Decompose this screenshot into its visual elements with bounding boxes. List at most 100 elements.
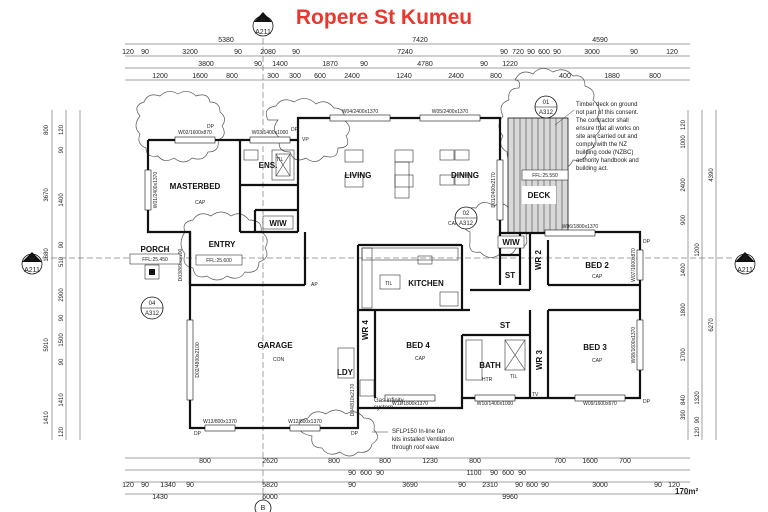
detail-marker-04: 04 A312 <box>140 296 164 320</box>
room-label-wr2: WR 2 <box>534 249 543 270</box>
section-letter-bottom: B <box>261 505 266 512</box>
detail-04-ref: A312 <box>145 311 160 317</box>
deck-note-line-3: ensure that all works on <box>576 126 639 132</box>
deck-note-line-8: building act. <box>576 166 608 172</box>
section-letter-top: B <box>261 17 266 24</box>
window-w07: W07/1600x870 <box>631 248 637 282</box>
section-marker-top: B A211 <box>252 12 274 505</box>
label-con: CON <box>273 357 285 363</box>
window-w11: W11/1800x1370 <box>392 401 428 407</box>
window-w08: W08/1600x1370 <box>631 327 637 364</box>
dim-bottom1-0: 800 <box>199 458 211 465</box>
detail-02-ref: A312 <box>459 221 474 227</box>
dim-bottom1-8: 700 <box>619 458 631 465</box>
dim-bottom1-3: 800 <box>379 458 391 465</box>
dim-left2-10: 120 <box>59 426 65 437</box>
room-label-ens: ENS. <box>259 161 278 170</box>
dim-top2-4: 2080 <box>260 49 276 56</box>
dim-left2-8: 90 <box>59 358 65 365</box>
room-label-ldy: LDY <box>337 368 354 377</box>
dim-bottom3-2: 1340 <box>160 482 176 489</box>
deck-note: Timber deck on ground not part of this c… <box>554 102 639 172</box>
dim-bottom3-6: 3690 <box>402 482 418 489</box>
window-w12: W12/800x1370 <box>288 419 322 425</box>
label-cap-5: CAP <box>592 274 603 280</box>
dim-top2-11: 90 <box>553 49 561 56</box>
detail-01-ref: A312 <box>539 110 554 116</box>
window-w03: W03/1400x1000 <box>252 130 289 136</box>
dim-bottom2-4: 90 <box>490 470 498 477</box>
label-dp-6: DP <box>643 399 651 405</box>
dim-left2-5: 2900 <box>59 288 65 302</box>
section-marker-right: A A211 <box>734 252 756 275</box>
dim-bottom2-1: 600 <box>360 470 372 477</box>
dim-top4-11: 1880 <box>604 73 620 80</box>
dim-right2-9: 390 <box>681 409 687 420</box>
deck-note-line-6: building code (NZBC) <box>576 150 633 156</box>
gas-note-line-0: Gas infinity <box>374 398 404 404</box>
room-label-masterbed: MASTERBED <box>170 182 221 191</box>
detail-02-num: 02 <box>463 211 470 217</box>
dim-top2-14: 120 <box>666 49 678 56</box>
dim-top4-9: 800 <box>490 73 502 80</box>
right-dimensions: 4390 6270 120 1000 2400 900 1200 1400 18… <box>681 110 717 440</box>
dim-left2-4: 510 <box>59 256 65 267</box>
dim-bottom2-2: 90 <box>376 470 384 477</box>
dim-top4-12: 800 <box>649 73 661 80</box>
dim-left-3: 5910 <box>44 338 50 352</box>
window-w04: W04/2400x1370 <box>342 109 379 115</box>
level-porch: FFL:25.450 <box>142 257 168 263</box>
dim-bottom3-11: 90 <box>541 482 549 489</box>
dim-bottom2-6: 90 <box>518 470 526 477</box>
dim-top2-8: 720 <box>512 49 524 56</box>
deck-note-line-7: authority handbook and <box>576 158 639 164</box>
dim-left-0: 800 <box>44 124 50 135</box>
section-marker-bottom: B <box>254 499 272 512</box>
dim-top1-0: 5380 <box>218 37 234 44</box>
dim-top2-12: 3000 <box>584 49 600 56</box>
deck-note-line-1: not part of this consent. <box>576 110 639 116</box>
detail-marker-02: 02 A312 <box>454 206 478 230</box>
label-cap-2: CAP <box>448 221 459 227</box>
symbol-labels: DP DP VP DP DP DP DP AP CAP CAP CAP CAP … <box>194 124 651 437</box>
dim-right2-7: 1700 <box>681 348 687 362</box>
label-vp: VP <box>302 137 309 143</box>
label-til-1: TIL <box>385 281 392 287</box>
top-dimensions: 5380 7420 4590 120 90 3200 90 2080 90 72… <box>122 37 690 81</box>
dim-right-0: 4390 <box>709 168 715 182</box>
deck-area: DECK FFL:25.550 <box>507 117 569 234</box>
dim-bottom3-8: 2310 <box>482 482 498 489</box>
level-deck: FFL:25.550 <box>532 173 558 179</box>
section-ref-top: A211 <box>255 29 271 36</box>
room-labels: MASTERBED ENS. WIW LIVING DINING PORCH F… <box>129 161 609 377</box>
section-ref-right: A211 <box>737 267 753 274</box>
dim-bottom2-0: 90 <box>348 470 356 477</box>
dim-right2-8: 840 <box>681 394 687 405</box>
dim-bottom1-2: 800 <box>328 458 340 465</box>
label-cap-3: CAP <box>415 356 426 362</box>
dim-right2-12: 120 <box>695 426 701 437</box>
dim-top4-4: 300 <box>289 73 301 80</box>
room-label-wiw2: WIW <box>502 238 520 247</box>
label-dp-2: DP <box>291 127 299 133</box>
door-d03: D03/860x2100 <box>178 249 184 282</box>
dim-bottom1-5: 800 <box>469 458 481 465</box>
dim-top2-1: 90 <box>141 49 149 56</box>
window-w02: W02/1600x870 <box>178 130 212 136</box>
dim-left2-9: 1410 <box>59 393 65 407</box>
window-w05: W05/2400x1370 <box>432 109 469 115</box>
room-label-st1: ST <box>505 271 515 280</box>
dim-bottom3-5: 90 <box>348 482 356 489</box>
dim-top2-5: 90 <box>292 49 300 56</box>
dim-right2-2: 2400 <box>681 178 687 192</box>
dim-right2-5: 1400 <box>681 263 687 277</box>
dim-top3-3: 1870 <box>322 61 338 68</box>
dim-top2-9: 90 <box>527 49 535 56</box>
section-ref-left: A211 <box>24 267 40 274</box>
room-label-garage: GARAGE <box>257 341 293 350</box>
label-cap-4: CAP <box>592 358 603 364</box>
dim-top2-2: 3200 <box>182 49 198 56</box>
label-htr: HTR <box>482 377 493 383</box>
dim-bottom3-12: 3000 <box>592 482 608 489</box>
